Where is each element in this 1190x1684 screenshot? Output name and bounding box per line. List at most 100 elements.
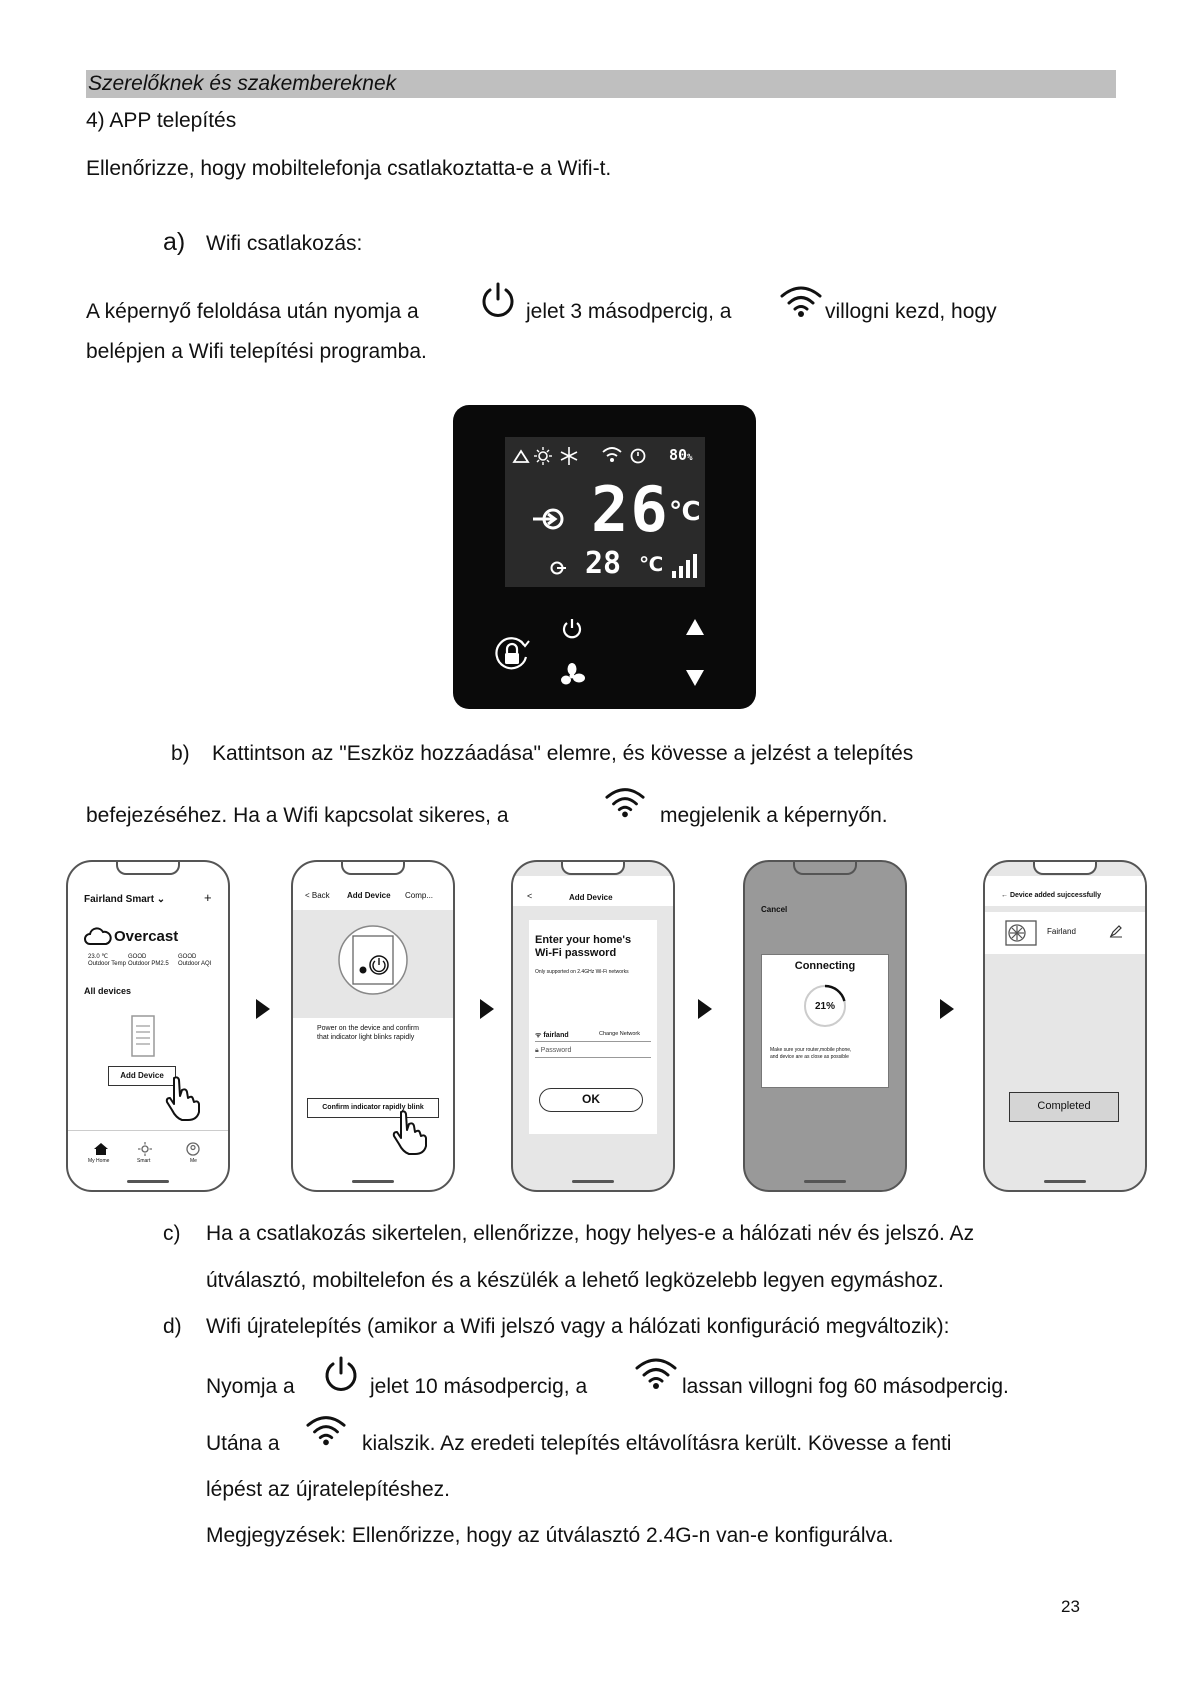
hand-pointer-icon	[165, 1076, 200, 1121]
down-button[interactable]	[684, 668, 706, 688]
edit-icon[interactable]	[1109, 924, 1123, 938]
intro-text: Ellenőrizze, hogy mobiltelefonja csatlak…	[86, 157, 612, 180]
nav-divider	[68, 1130, 228, 1131]
timer-icon	[630, 448, 646, 464]
step-d-text-5: Utána a	[206, 1432, 280, 1455]
me-icon[interactable]	[186, 1142, 200, 1156]
password-field[interactable]: 🔒︎ Password	[535, 1047, 572, 1054]
home-indicator	[804, 1180, 846, 1183]
heat-pump-icon	[1005, 920, 1037, 946]
sub-temperature: 28	[585, 546, 622, 581]
device-placeholder-icon	[131, 1015, 155, 1057]
mode-icons	[512, 447, 578, 465]
home-indicator	[1044, 1180, 1086, 1183]
phone-notch	[116, 862, 180, 875]
flow-arrow	[256, 999, 270, 1019]
phone-power-on-screen: < Back Add Device Comp... Power on the d…	[291, 860, 455, 1192]
cancel-link[interactable]: Cancel	[761, 905, 788, 914]
step-d-text-3: jelet 10 másodpercig, a	[370, 1375, 588, 1398]
step-d-label: d)	[163, 1315, 182, 1338]
signal-bars-icon	[672, 554, 697, 578]
nav-home-label: My Home	[88, 1158, 110, 1164]
smart-icon[interactable]	[138, 1142, 152, 1156]
confirm-blink-button[interactable]: Confirm indicator rapidly blink	[307, 1098, 439, 1118]
device-name: Fairland	[1047, 927, 1076, 936]
phone-notch	[1033, 862, 1097, 875]
step-d-text-2: Nyomja a	[206, 1375, 295, 1398]
top-bar	[513, 876, 673, 906]
inlet-icon	[533, 508, 564, 530]
step-b-text-1: Kattintson az "Eszköz hozzáadása" elemre…	[212, 742, 914, 765]
add-plus-icon[interactable]: +	[204, 890, 212, 905]
back-link[interactable]: < Back	[305, 891, 330, 900]
phone-notch	[793, 862, 857, 875]
wifi-icon	[605, 788, 645, 818]
step-d-text-1: Wifi újratelepítés (amikor a Wifi jelszó…	[206, 1315, 950, 1338]
connecting-card: Connecting 21% Make sure your router,mob…	[761, 954, 889, 1088]
flow-arrow	[940, 999, 954, 1019]
screen-title: Add Device	[347, 891, 391, 900]
section-header-title: Szerelőknek és szakembereknek	[88, 72, 397, 95]
controller-display: 80% 26 ℃ 28 ℃	[505, 437, 705, 587]
progress-percent: 21%	[814, 1001, 835, 1012]
ok-button[interactable]: OK	[539, 1088, 643, 1112]
step-c-text-1: Ha a csatlakozás sikertelen, ellenőrizze…	[206, 1222, 975, 1245]
display-percent: 80%	[669, 446, 693, 464]
step-d-text-7: lépést az újratelepítéshez.	[206, 1478, 450, 1501]
home-icon[interactable]	[93, 1142, 109, 1156]
add-device-button[interactable]: Add Device	[108, 1066, 176, 1086]
display-wifi-icon	[602, 447, 622, 462]
completed-button[interactable]: Completed	[1009, 1092, 1119, 1122]
step-c-label: c)	[163, 1222, 181, 1245]
wifi-icon	[780, 286, 822, 317]
controller-panel: 80% 26 ℃ 28 ℃	[453, 405, 756, 709]
page-number: 23	[1061, 1597, 1080, 1616]
fan-button[interactable]	[559, 663, 585, 689]
power-icon	[325, 1356, 357, 1391]
proximity-note: Make sure your router,mobile phone,and d…	[770, 1047, 852, 1060]
device-illustration	[338, 925, 408, 995]
all-devices-heading: All devices	[84, 986, 132, 996]
step-b-label: b)	[171, 742, 190, 765]
flow-arrow	[698, 999, 712, 1019]
complete-link[interactable]: Comp...	[405, 891, 434, 900]
step-a-label: a)	[163, 228, 186, 256]
field-divider	[535, 1057, 651, 1058]
cloud-icon	[84, 927, 112, 945]
outlet-icon	[550, 561, 566, 575]
change-network-link[interactable]: Change Network	[599, 1031, 640, 1037]
hand-pointer-icon	[392, 1110, 427, 1155]
device-row: Fairland	[985, 912, 1145, 954]
phone-device-added-screen: ← Device added sujccessfully Fairland Co…	[983, 860, 1147, 1192]
network-name: ᯤ fairland	[535, 1032, 569, 1039]
device-added-title: ← Device added sujccessfully	[1001, 892, 1101, 899]
field-divider	[535, 1041, 651, 1042]
main-temperature: 26	[591, 473, 670, 546]
power-button[interactable]	[561, 617, 583, 639]
section-header-bar	[86, 70, 1116, 98]
lock-button[interactable]	[493, 635, 531, 673]
step-d-note: Megjegyzések: Ellenőrizze, hogy az útvál…	[206, 1524, 894, 1547]
top-bar	[985, 876, 1145, 906]
band-note: Only supported on 2.4GHz Wi-Fi networks	[535, 969, 629, 975]
step-c-text-2: útválasztó, mobiltelefon és a készülék a…	[206, 1269, 944, 1292]
app-name: Fairland Smart ⌄	[84, 894, 166, 905]
step-a-text-2: jelet 3 másodpercig, a	[526, 300, 732, 323]
step-d-text-6: kialszik. Az eredeti telepítés eltávolít…	[362, 1432, 952, 1455]
step-a-title: Wifi csatlakozás:	[206, 232, 363, 255]
step-b-text-2: befejezéséhez. Ha a Wifi kapcsolat siker…	[86, 804, 509, 827]
back-chevron[interactable]: <	[527, 891, 533, 901]
sub-temperature-unit: ℃	[639, 552, 664, 576]
weather-label: Overcast	[114, 928, 179, 945]
phone-notch	[341, 862, 405, 875]
up-button[interactable]	[684, 617, 706, 637]
wifi-icon	[635, 1358, 677, 1389]
step-d-text-4: lassan villogni fog 60 másodpercig.	[682, 1375, 1009, 1398]
